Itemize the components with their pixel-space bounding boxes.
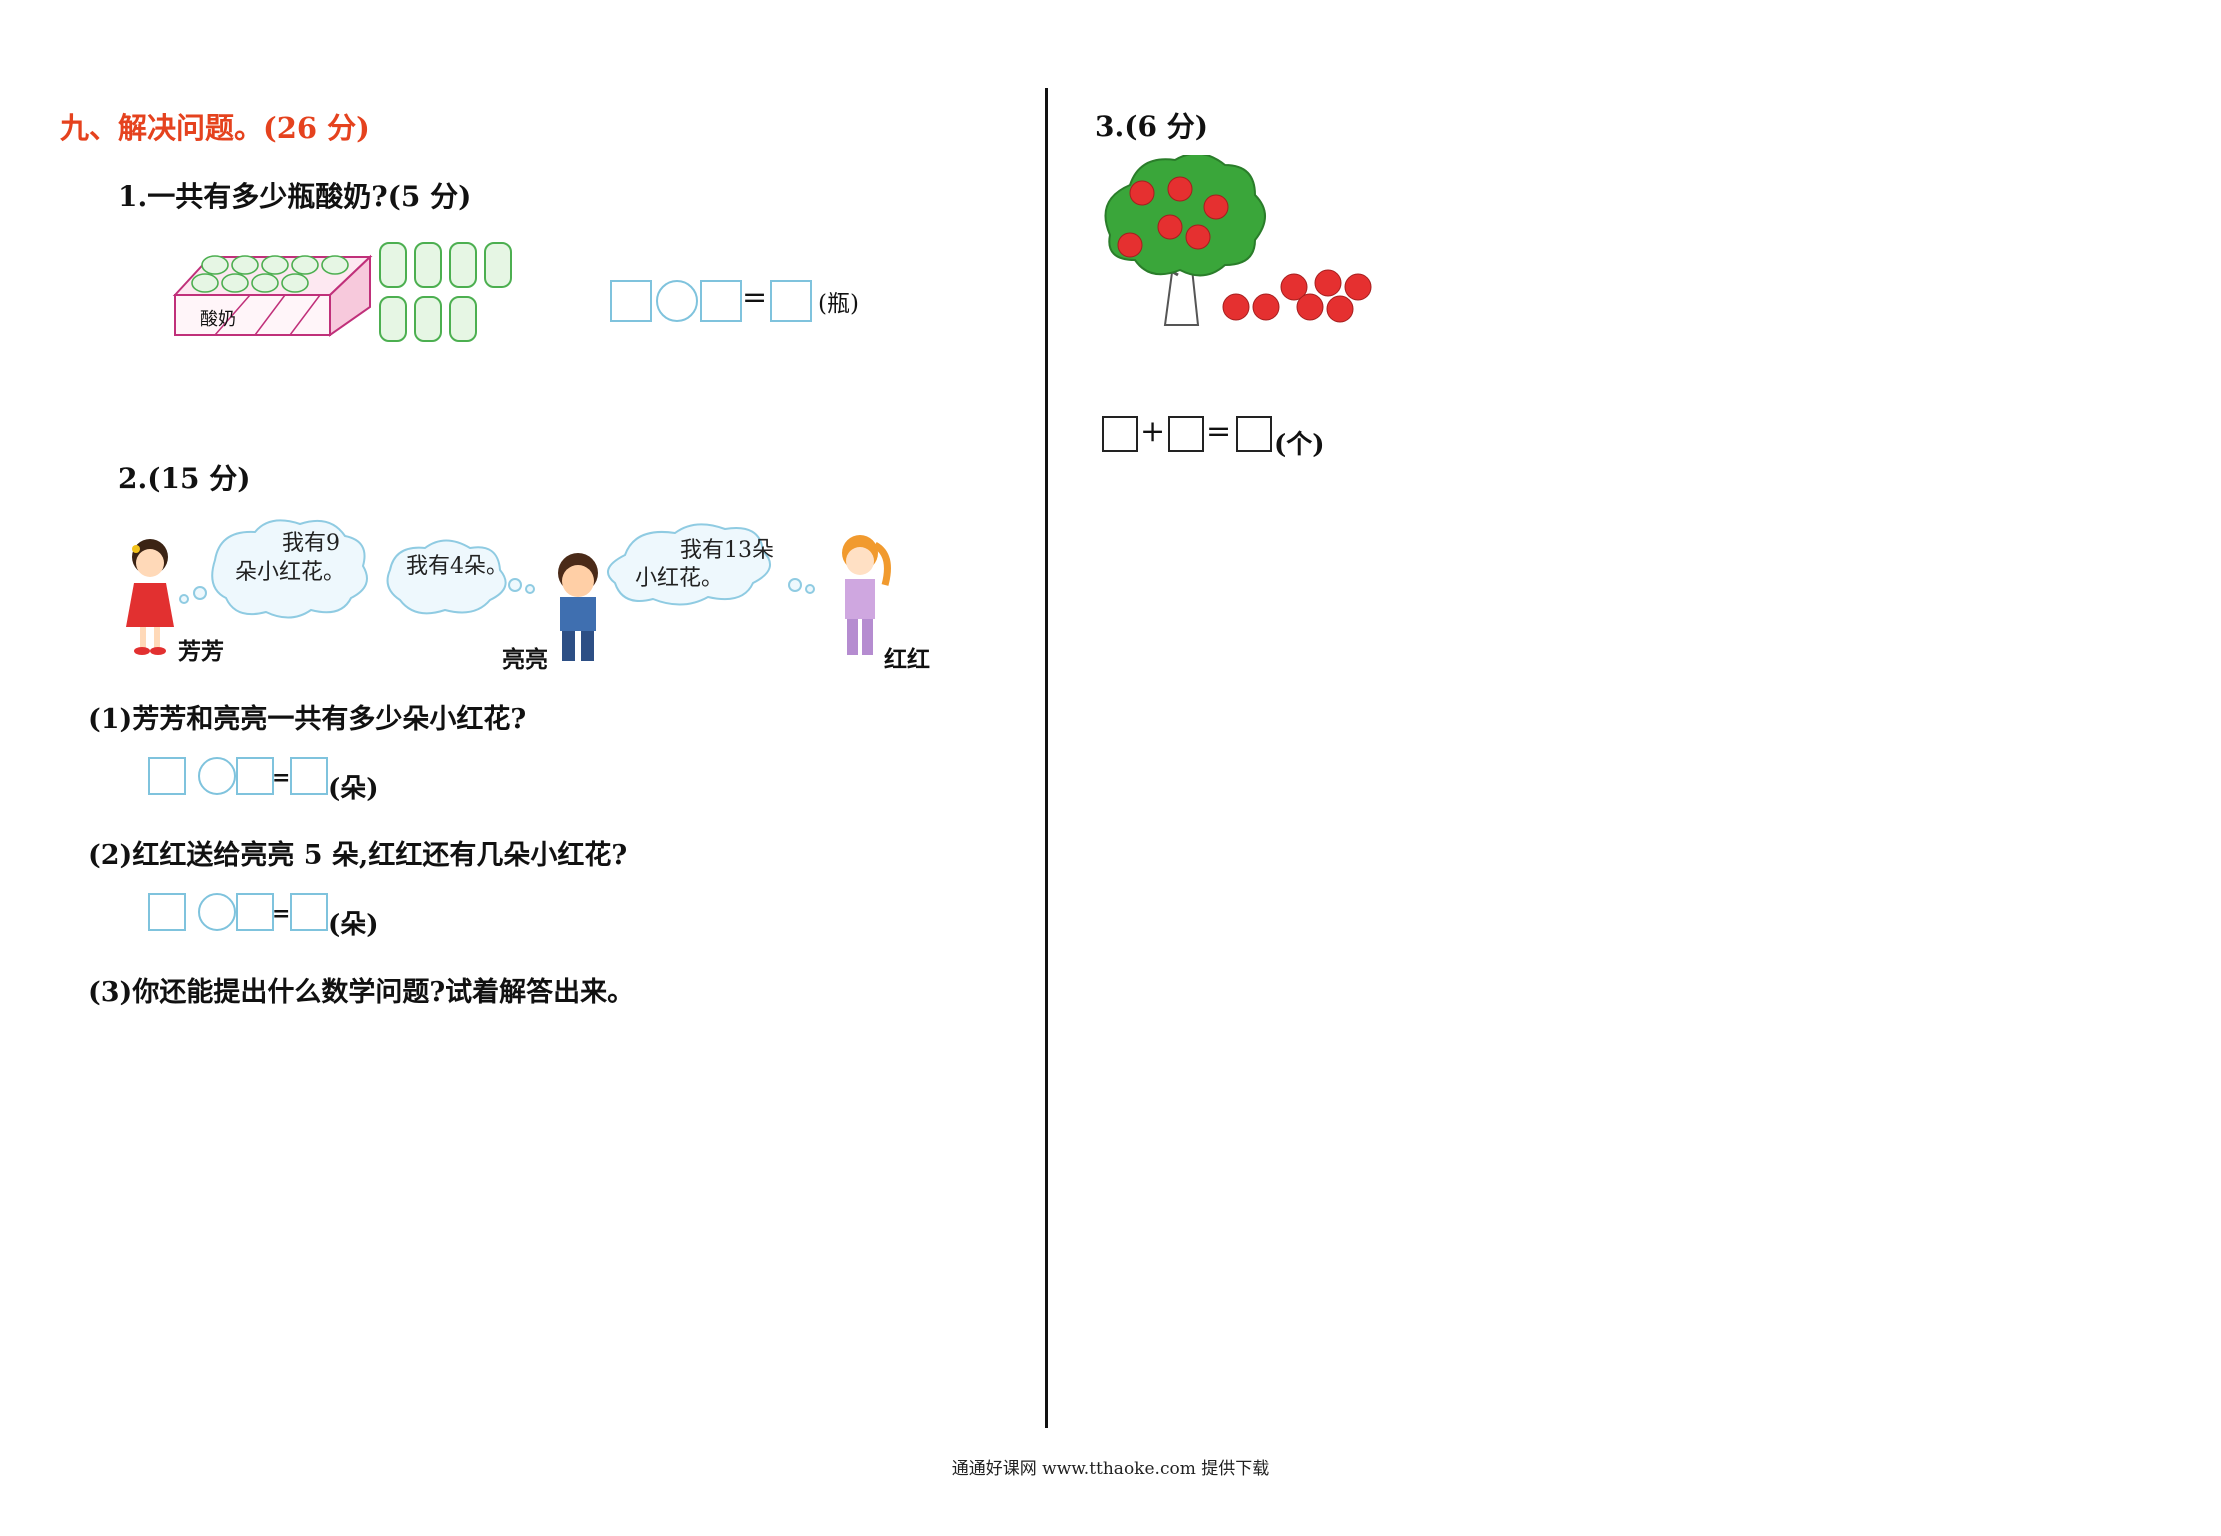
q2-sub2-box-1[interactable] [148, 893, 186, 931]
name-fangfang: 芳芳 [178, 638, 224, 665]
honghong-bubble-line2: 小红花。 [635, 566, 723, 591]
q2-sub1-equals: = [272, 765, 291, 791]
q1-equals-sign: = [742, 280, 768, 315]
q3-plus-sign: + [1140, 414, 1166, 449]
kids-flowers-illustration: 我有9 朵小红花。 我有4朵。 我有13朵 小红花。 [126, 519, 891, 661]
q2-title: 2.(15 分) [118, 462, 251, 495]
q3-title: 3.(6 分) [1095, 110, 1208, 143]
q2-sub2-equals: = [272, 901, 291, 927]
q2-sub1-box-2[interactable] [236, 757, 274, 795]
q3-answer-box-2[interactable] [1168, 416, 1204, 452]
q2-sub3-question: (3)你还能提出什么数学问题?试着解答出来。 [88, 977, 635, 1008]
q2-sub1-operator-circle[interactable] [198, 757, 236, 795]
column-divider [1045, 88, 1048, 1428]
q2-sub1-unit: (朵) [328, 774, 379, 804]
yogurt-illustration [172, 242, 512, 342]
fangfang-figure [126, 539, 174, 655]
q1-unit: (瓶) [818, 291, 859, 317]
q2-sub2-box-3[interactable] [290, 893, 328, 931]
q1-answer-box-2[interactable] [700, 280, 742, 322]
q1-answer-box-1[interactable] [610, 280, 652, 322]
liangliang-bubble: 我有4朵。 [406, 554, 508, 579]
name-liangliang: 亮亮 [502, 646, 548, 673]
fangfang-bubble-line2: 朵小红花。 [235, 560, 345, 585]
fangfang-bubble-line1: 我有9 [282, 531, 340, 556]
q2-sub1-box-1[interactable] [148, 757, 186, 795]
q2-sub1-question: (1)芳芳和亮亮一共有多少朵小红花? [88, 704, 527, 735]
liangliang-figure [558, 553, 598, 661]
q2-sub2-question: (2)红红送给亮亮 5 朵,红红还有几朵小红花? [88, 840, 628, 871]
q1-answer-box-3[interactable] [770, 280, 812, 322]
q2-sub2-unit: (朵) [328, 910, 379, 940]
name-honghong: 红红 [884, 646, 930, 673]
q3-unit: (个) [1274, 430, 1325, 460]
q1-operator-circle[interactable] [656, 280, 698, 322]
footer-credit: 通通好课网 www.tthaoke.com 提供下载 [951, 1459, 1270, 1479]
yogurt-box-label: 酸奶 [200, 309, 236, 330]
q1-title: 1.一共有多少瓶酸奶?(5 分) [118, 180, 472, 213]
q2-sub1-box-3[interactable] [290, 757, 328, 795]
honghong-figure [842, 535, 891, 655]
q3-equals-sign: = [1206, 414, 1232, 449]
q2-sub2-box-2[interactable] [236, 893, 274, 931]
q3-answer-box-1[interactable] [1102, 416, 1138, 452]
section-title: 九、解决问题。(26 分) [60, 111, 370, 145]
q3-answer-box-3[interactable] [1236, 416, 1272, 452]
apple-tree-illustration [1104, 155, 1372, 326]
q2-sub2-operator-circle[interactable] [198, 893, 236, 931]
honghong-bubble-line1: 我有13朵 [680, 538, 774, 563]
